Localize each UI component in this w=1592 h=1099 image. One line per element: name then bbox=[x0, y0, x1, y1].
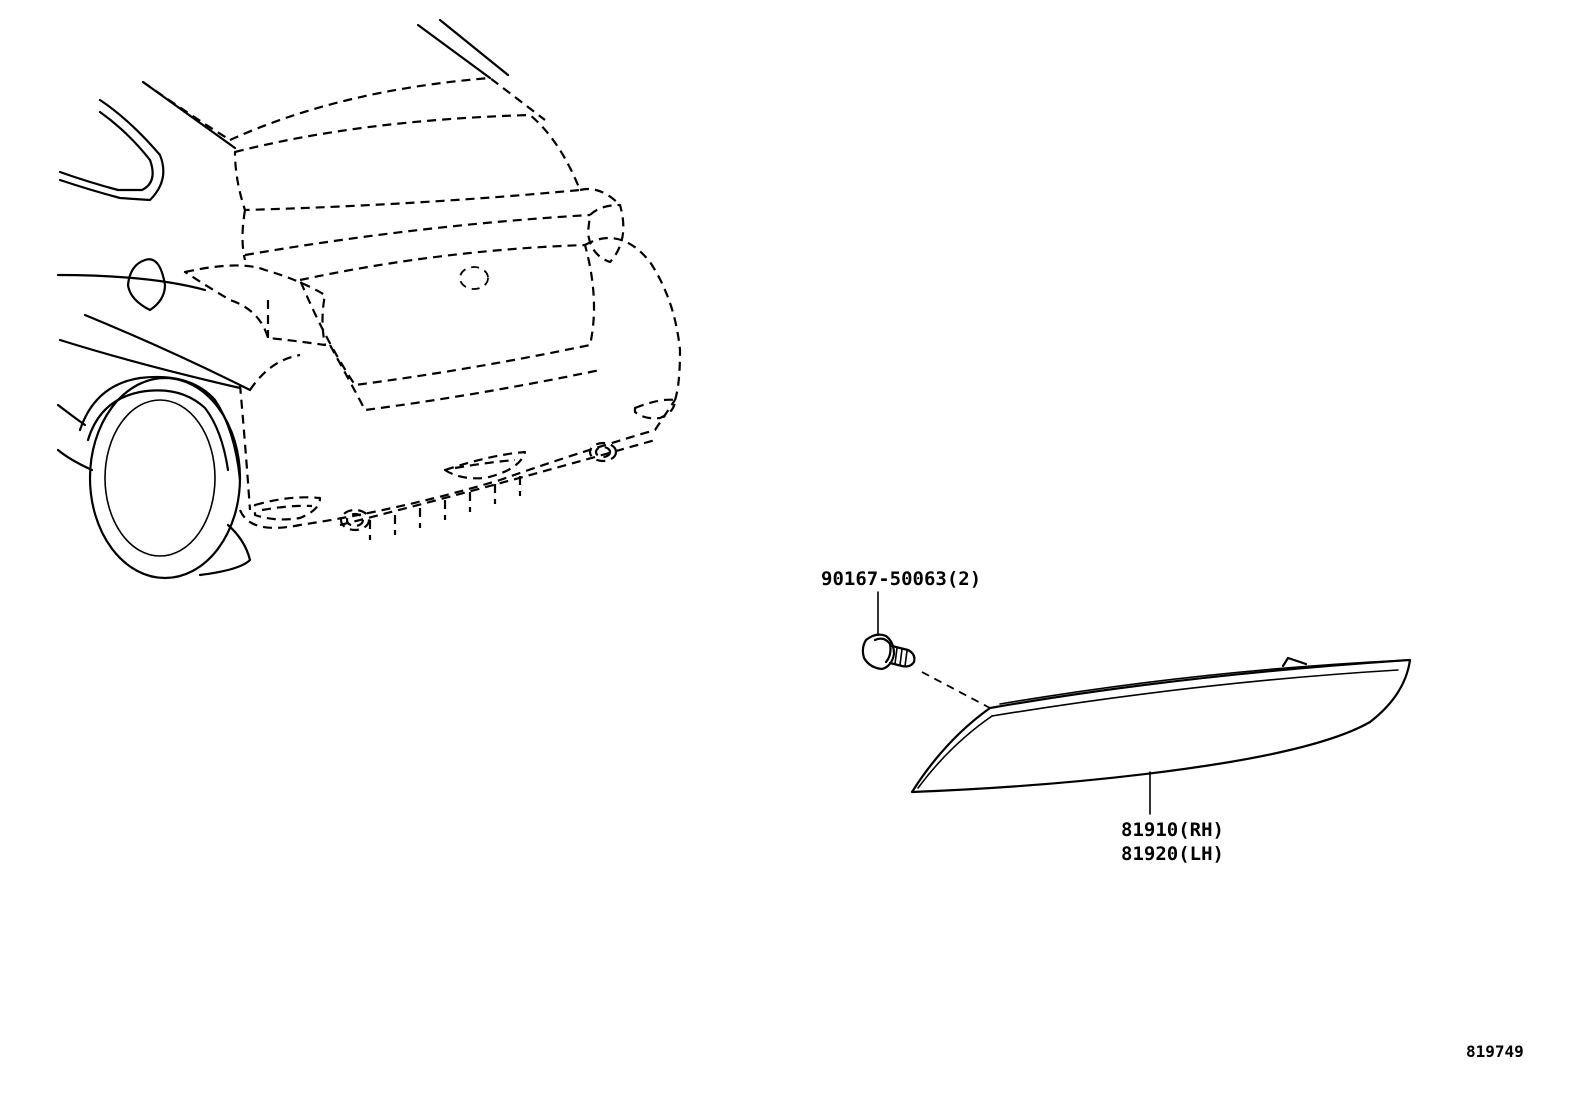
figure-number: 819749 bbox=[1466, 1042, 1524, 1061]
vehicle-outline bbox=[56, 18, 682, 580]
install-guide-line bbox=[921, 671, 991, 709]
bolt-part bbox=[861, 591, 916, 671]
reflector-part-number-rh: 81910(RH) bbox=[1121, 819, 1224, 841]
bolt-part-number: 90167-50063(2) bbox=[821, 568, 981, 590]
reflector-part bbox=[910, 656, 1412, 815]
reflector-part-number-lh: 81920(LH) bbox=[1121, 843, 1224, 865]
